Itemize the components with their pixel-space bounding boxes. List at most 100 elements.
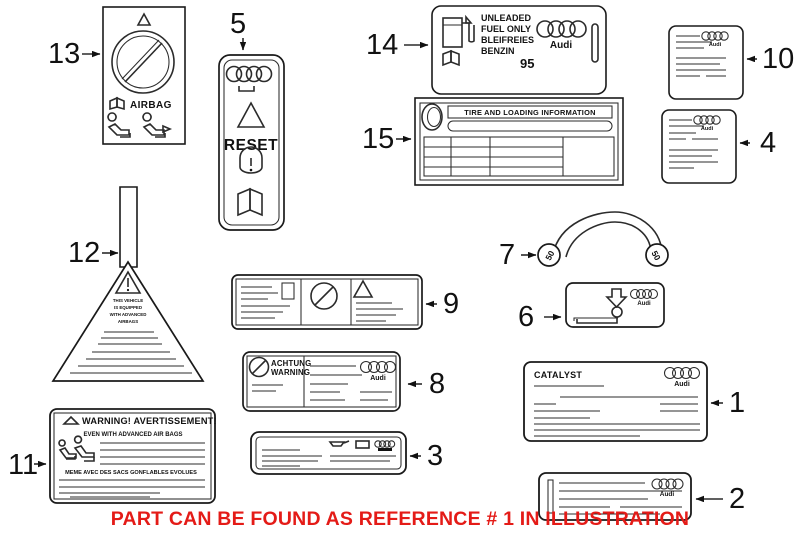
- callout-3: 3: [409, 440, 443, 472]
- svg-text:12: 12: [68, 237, 100, 269]
- svg-text:Audi: Audi: [709, 42, 722, 48]
- svg-text:10: 10: [762, 43, 794, 75]
- svg-text:5: 5: [230, 8, 246, 40]
- manual-book-icon: [442, 49, 460, 67]
- audi-rings-icon: Audi: [693, 115, 721, 132]
- visor-warn-2: IS EQUIPPED: [114, 305, 142, 310]
- callout-4: 4: [739, 127, 776, 159]
- part-10-card: Audi: [668, 25, 744, 100]
- part-13-airbag-label: AIRBAG: [102, 6, 186, 145]
- svg-text:Audi: Audi: [701, 126, 714, 132]
- svg-text:6: 6: [518, 301, 534, 333]
- audi-rings-icon: Audi: [663, 366, 701, 388]
- callout-10: 10: [746, 43, 794, 75]
- svg-text:2: 2: [729, 483, 745, 515]
- warning-sub-en: EVEN WITH ADVANCED AIR BAGS: [83, 432, 182, 438]
- manual-book-icon: [237, 187, 263, 217]
- svg-text:1: 1: [729, 387, 745, 419]
- fuel-line-1: UNLEADED: [481, 13, 532, 23]
- part-12-visor-label: THIS VEHICLE IS EQUIPPED WITH ADVANCED A…: [51, 186, 205, 382]
- warning-triangle-icon: [352, 279, 374, 298]
- text-lines: [676, 35, 726, 77]
- audi-rings-icon: [374, 440, 396, 451]
- warning-sub-fr: MEME AVEC DES SACS GONFLABLES EVOLUES: [65, 470, 197, 476]
- callout-1: 1: [710, 387, 745, 419]
- svg-text:13: 13: [48, 38, 80, 70]
- occupant-icon: [73, 435, 95, 462]
- text-lines: [559, 482, 682, 515]
- svg-text:15: 15: [362, 123, 394, 155]
- fuel-pump-icon: [442, 14, 475, 48]
- text-lines-2: [356, 302, 403, 322]
- svg-text:3: 3: [427, 440, 443, 472]
- visor-warn-3: WITH ADVANCED: [110, 312, 147, 317]
- audi-rings-icon: Audi: [536, 20, 587, 51]
- part-14-fuel-label: UNLEADED FUEL ONLY BLEIFREIES BENZIN 95 …: [431, 5, 607, 95]
- audi-rings-icon: Audi: [359, 360, 397, 382]
- warning-triangle-icon: [114, 270, 142, 294]
- svg-text:7: 7: [499, 239, 515, 271]
- svg-text:Audi: Audi: [674, 381, 690, 388]
- oil-can-icon: [328, 440, 350, 447]
- callout-2: 2: [695, 483, 745, 515]
- text-lines: [241, 286, 290, 319]
- audi-rings-icon: Audi: [701, 31, 729, 48]
- svg-text:Audi: Audi: [637, 301, 651, 307]
- down-arrow-icon: [605, 288, 628, 309]
- text-lines-left: [252, 384, 283, 392]
- warning-triangle-icon: [236, 101, 266, 128]
- text-lines: [669, 119, 718, 169]
- part-7-arch-decal: 50 50: [537, 211, 669, 267]
- fuel-line-4: BENZIN: [481, 46, 515, 56]
- part-15-tire-label: TIRE AND LOADING INFORMATION: [414, 97, 624, 186]
- text-lines-en: [100, 442, 205, 465]
- warning-heading: WARNING: [271, 368, 310, 377]
- manual-book-icon: [109, 96, 125, 111]
- svg-text:Audi: Audi: [370, 375, 386, 382]
- fuel-line-3: BLEIFREIES: [481, 35, 534, 45]
- tire-heading: TIRE AND LOADING INFORMATION: [464, 108, 595, 117]
- visor-warn-4: AIRBAGS: [118, 319, 138, 324]
- callout-5: 5: [230, 8, 247, 51]
- part-9-label: [231, 274, 423, 330]
- svg-text:14: 14: [366, 29, 398, 61]
- occupant-seat-icon: [107, 112, 131, 138]
- achtung-heading: ACHTUNG: [271, 359, 311, 368]
- text-lines: [534, 385, 700, 437]
- warning-heading: WARNING! AVERTISSEMENT!: [82, 416, 217, 426]
- svg-text:11: 11: [8, 449, 38, 481]
- callout-12: 12: [68, 237, 119, 269]
- text-lines-right: [310, 365, 392, 401]
- callout-15: 15: [362, 123, 412, 155]
- part-3-label: [250, 431, 407, 475]
- callout-14: 14: [366, 29, 429, 61]
- badge-left: 50: [543, 249, 556, 262]
- svg-text:8: 8: [429, 368, 445, 400]
- tire-table: [423, 136, 615, 177]
- audi-rings-icon: Audi: [651, 478, 684, 498]
- text-lines-fr: [59, 479, 205, 498]
- part-4-card: Audi: [661, 109, 737, 184]
- reference-caption: PART CAN BE FOUND AS REFERENCE # 1 IN IL…: [110, 508, 690, 530]
- child-seat-icon: [58, 439, 77, 460]
- callout-11: 11: [8, 449, 47, 481]
- callout-6: 6: [518, 301, 562, 333]
- part-2-label: Audi: [538, 472, 692, 521]
- svg-text:9: 9: [443, 288, 459, 320]
- callout-9: 9: [425, 288, 459, 320]
- audi-rings-icon: [225, 65, 273, 83]
- svg-text:Audi: Audi: [660, 491, 675, 498]
- warning-triangle-icon: [62, 415, 80, 425]
- visor-warn-1: THIS VEHICLE: [113, 298, 143, 303]
- part-8-achtung-label: ACHTUNG WARNING Audi: [242, 351, 401, 412]
- text-lines: [262, 449, 396, 467]
- catalyst-heading: CATALYST: [534, 370, 582, 380]
- no-entry-circle-icon: [248, 356, 270, 378]
- audi-rings-icon: Audi: [629, 288, 659, 307]
- svg-text:4: 4: [760, 127, 776, 159]
- text-lines: [70, 331, 192, 374]
- callout-13: 13: [48, 38, 101, 70]
- audi-wordmark: Audi: [550, 40, 572, 51]
